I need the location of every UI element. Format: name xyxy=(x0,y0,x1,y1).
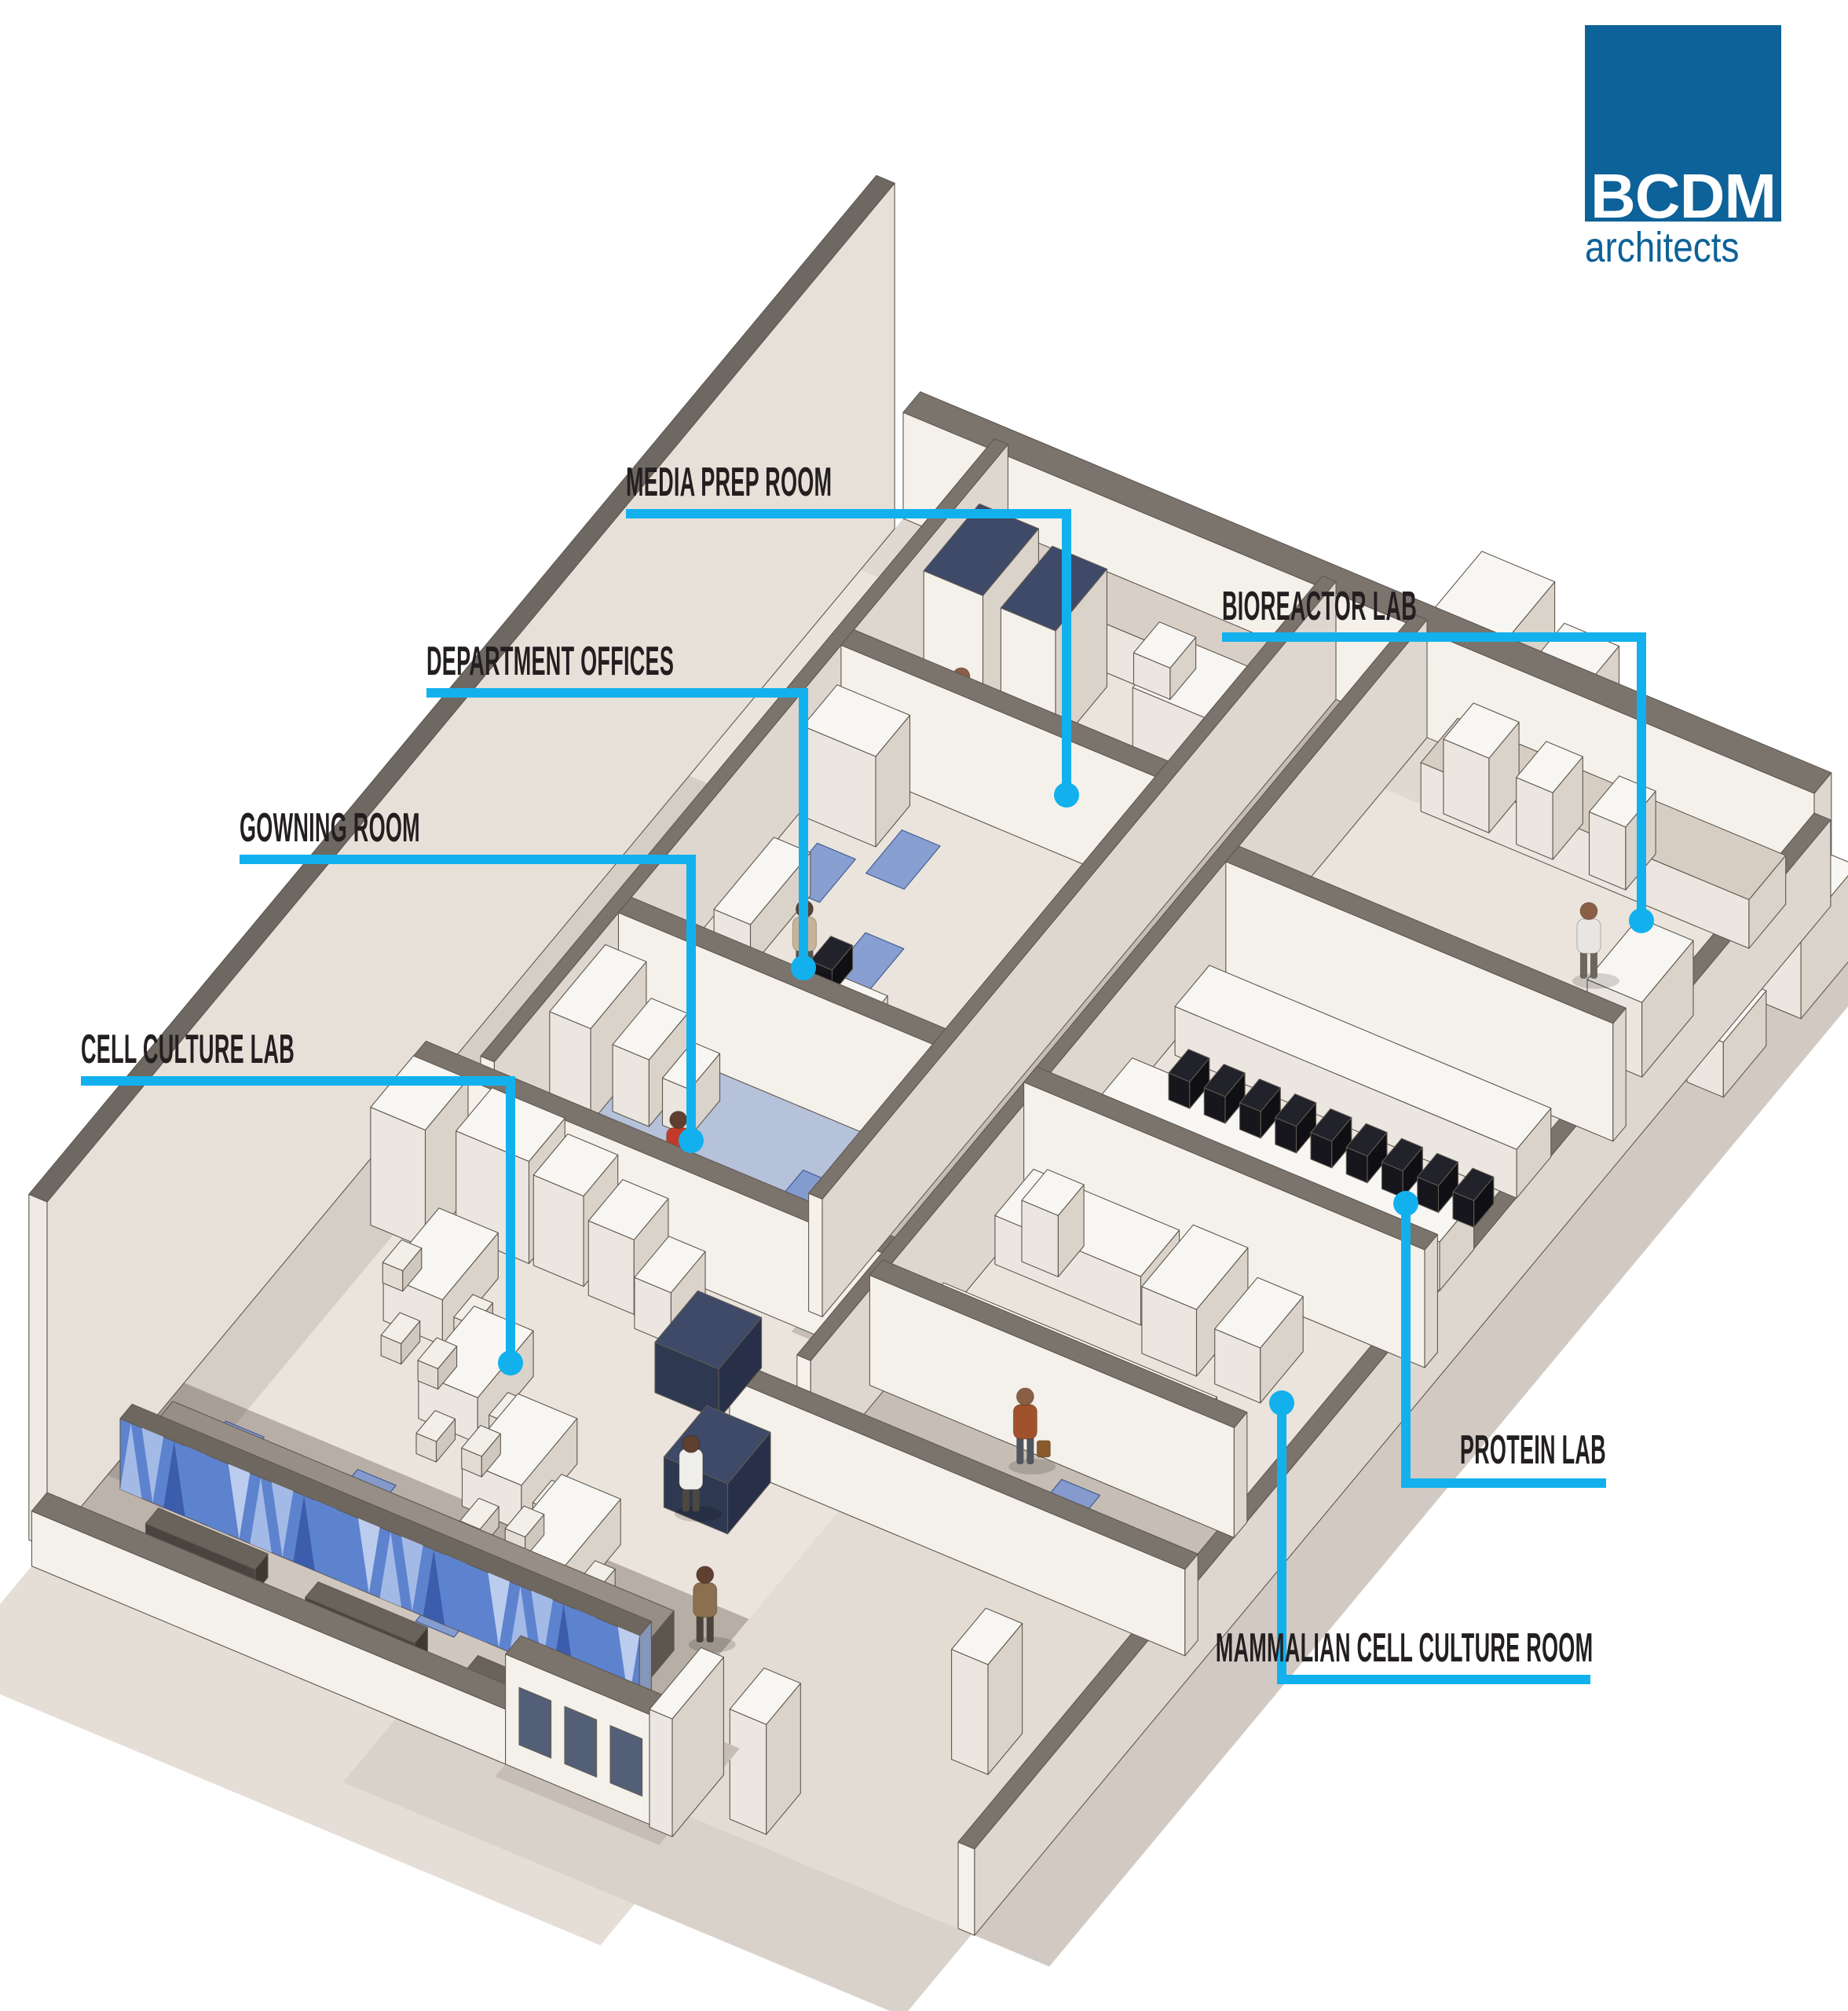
logo-square: BCDM xyxy=(1585,25,1781,228)
leader-dot-bioreactor-lab xyxy=(1629,908,1654,933)
leader-line-mammalian-cell-culture-room xyxy=(1277,1403,1590,1684)
leader-line-bioreactor-lab xyxy=(1222,632,1646,921)
leader-dot-mammalian-cell-culture-room xyxy=(1269,1390,1294,1416)
leader-line-media-prep-room xyxy=(626,509,1071,795)
label-department-offices: DEPARTMENT OFFICES xyxy=(426,639,675,684)
logo-wordmark: BCDM xyxy=(1590,161,1777,231)
leader-dot-gowning-room xyxy=(679,1128,704,1153)
leader-line-department-offices xyxy=(426,688,808,968)
leader-line-cell-culture-lab xyxy=(81,1076,515,1363)
label-bioreactor-lab: BIOREACTOR LAB xyxy=(1222,584,1418,629)
leader-dot-cell-culture-lab xyxy=(498,1350,523,1375)
label-protein-lab: PROTEIN LAB xyxy=(1459,1427,1606,1473)
bcdm-architects-logo: BCDM architects xyxy=(1585,25,1781,269)
leader-line-protein-lab xyxy=(1401,1203,1606,1488)
leader-dot-media-prep-room xyxy=(1054,782,1079,808)
leader-dot-department-offices xyxy=(791,955,816,980)
label-media-prep-room: MEDIA PREP ROOM xyxy=(626,460,833,505)
label-cell-culture-lab: CELL CULTURE LAB xyxy=(81,1027,295,1072)
label-mammalian-cell-culture-room: MAMMALIAN CELL CULTURE ROOM xyxy=(1215,1625,1593,1671)
label-gowning-room: GOWNING ROOM xyxy=(240,805,420,851)
leader-dot-protein-lab xyxy=(1393,1191,1418,1216)
logo-tagline: architects xyxy=(1585,224,1740,271)
leader-line-gowning-room xyxy=(240,855,696,1141)
